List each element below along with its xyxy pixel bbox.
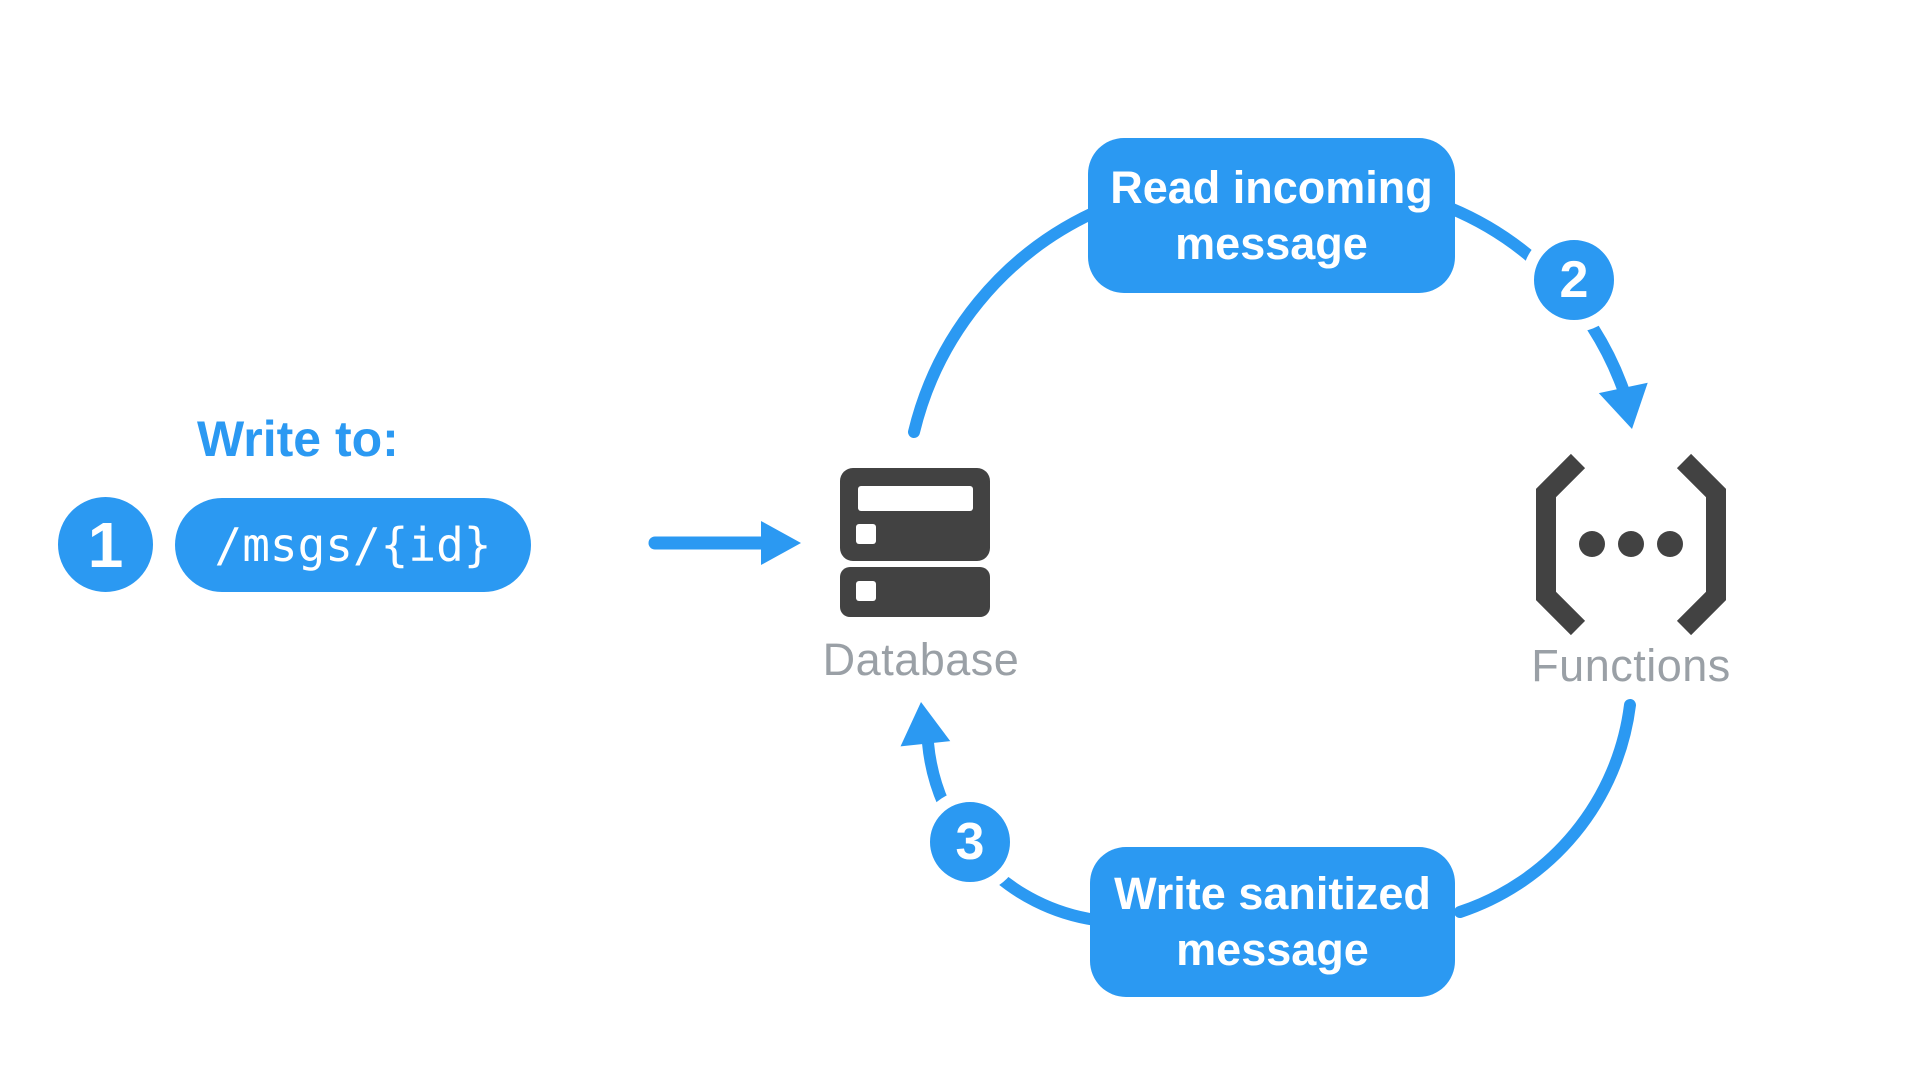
cycle-arc-bottom-right [1454, 699, 1636, 918]
functions-icon [1536, 453, 1726, 636]
step-3-badge: 3 [918, 790, 1022, 894]
arrowhead-to-database-icon [900, 702, 951, 747]
read-box-line-2: message [1175, 217, 1368, 269]
functions-label: Functions [1531, 640, 1731, 691]
cycle-arc-top-left [908, 207, 1099, 438]
step-3-number: 3 [955, 813, 985, 871]
database-icon [840, 468, 990, 617]
read-incoming-message-box: Read incoming message [1088, 138, 1455, 293]
step-2-badge: 2 [1522, 228, 1626, 332]
write-to-heading: Write to: [197, 411, 399, 467]
step-1-number: 1 [87, 508, 124, 581]
arrowhead-to-functions-icon [1598, 382, 1648, 429]
write-arrow-icon [648, 521, 801, 565]
step-1-badge: 1 [46, 485, 165, 604]
read-box-line-1: Read incoming [1110, 161, 1433, 213]
database-path-pill: /msgs/{id} [175, 498, 531, 592]
write-box-line-2: message [1176, 924, 1369, 975]
write-sanitized-message-box: Write sanitized message [1090, 847, 1455, 997]
database-path-text: /msgs/{id} [214, 518, 492, 572]
write-box-line-1: Write sanitized [1114, 868, 1431, 919]
step-2-number: 2 [1559, 251, 1589, 309]
database-label: Database [822, 634, 1020, 685]
